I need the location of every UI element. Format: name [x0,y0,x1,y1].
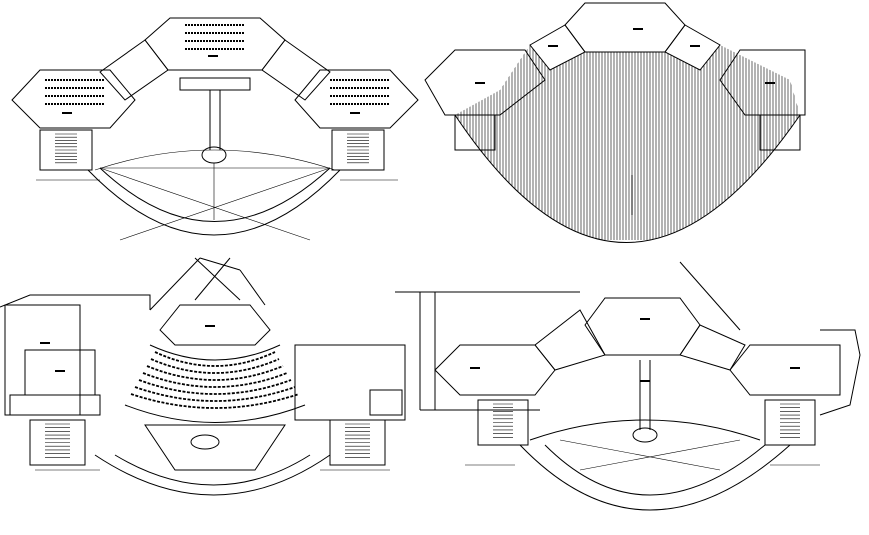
left-connector [99,39,169,101]
left-wing-outline [11,69,136,129]
right-wing-seating [330,79,390,105]
room-tag [640,318,650,320]
room-tag [470,367,480,369]
roof-hatch [455,45,800,240]
room-tag [690,45,700,47]
room-tag [765,82,775,84]
room-tag [640,380,650,382]
br-left-stair [477,399,529,446]
room-tag [633,28,643,30]
room-tag [208,55,218,57]
auditorium-row [130,393,300,409]
right-stair-bottom [329,419,386,466]
br-right-wing [729,344,841,396]
plan-bottom-left [0,257,406,496]
roof-curved-edge [454,114,801,243]
right-wing-outline [294,69,419,129]
left-stair-core [39,129,93,171]
plan-bottom-right [395,261,861,511]
auditorium-seating [130,351,300,409]
roof-center-hex [564,2,686,53]
spine-node [201,146,227,164]
right-connector [261,39,331,101]
left-block-main [4,304,81,416]
plan-top-left [11,17,800,458]
auditorium-row [134,386,296,402]
room-tag [548,45,558,47]
auditorium-row [146,365,284,381]
central-hall-hex [159,304,271,346]
roof-left-diamond [529,24,586,71]
roof-right-diamond [664,24,721,71]
left-block-room [24,349,96,396]
left-wing-seating [45,79,105,105]
room-tag [205,325,215,327]
auditorium-row [150,358,280,374]
room-tag [55,370,65,372]
stage-diamond [144,424,286,471]
auditorium-row [154,351,276,367]
auditorium-row [142,372,288,388]
left-block-lower [9,394,101,416]
br-center-wing [584,297,701,356]
right-stair-core [331,129,385,171]
amphitheater-outer [87,169,341,236]
room-tag [475,82,485,84]
center-wing-seating [185,24,245,50]
plan-text-markers [40,28,800,382]
auditorium-front-arc [149,344,281,361]
plan-top-right [424,2,806,243]
roof-right-wing [719,49,806,116]
room-tag [350,112,360,114]
auditorium-rear-arc [124,404,306,423]
br-amphitheater-outer [519,444,791,511]
br-amphitheater-top [529,419,761,441]
room-tag [790,367,800,369]
central-corridor [179,77,251,91]
room-tag [62,112,72,114]
br-left-wing [434,344,556,396]
stair-treads-top [45,133,800,458]
auditorium-row [138,379,292,395]
left-stair-bottom [29,419,86,466]
lower-arc-outer [94,454,331,496]
room-tag [40,342,50,344]
right-side-rooms [294,344,406,421]
